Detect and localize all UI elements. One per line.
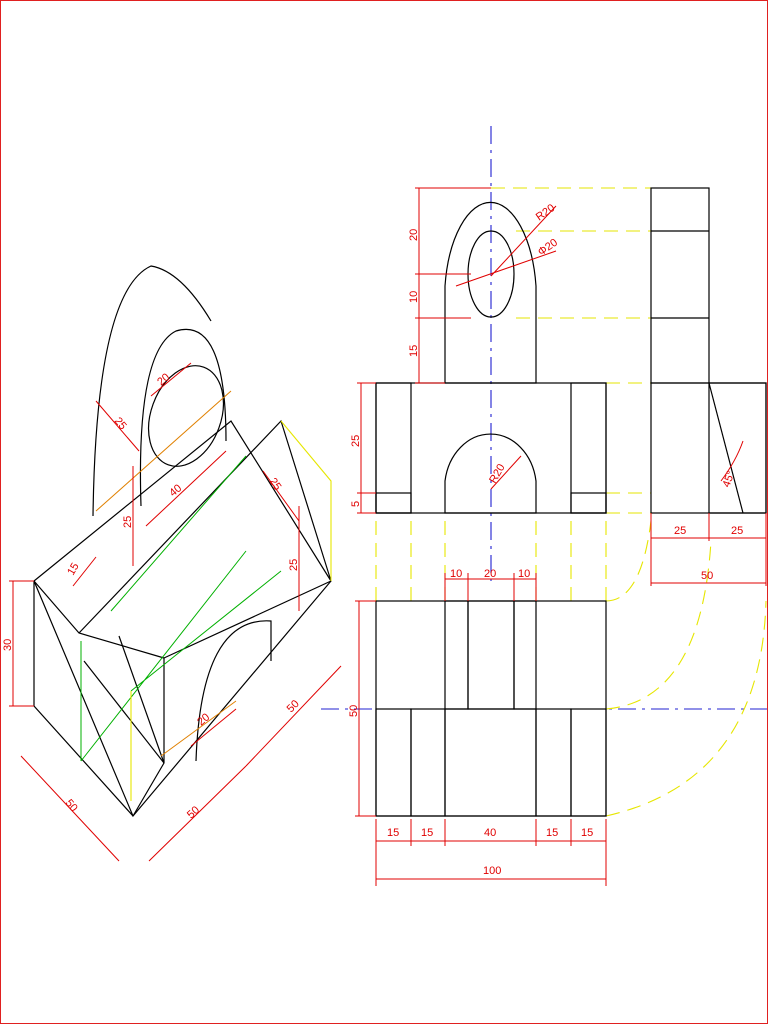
- side-chamfer: [708, 382, 744, 514]
- iso-dim-25-slot2: 25: [288, 559, 300, 571]
- top-dim-15d: 15: [581, 827, 593, 839]
- top-dim-bottom-lines: [375, 819, 607, 886]
- side-angle-arc: [720, 440, 744, 482]
- front-base-right-step: [570, 492, 607, 514]
- top-dim-100: 100: [483, 865, 501, 877]
- top-cell-b: [410, 708, 446, 817]
- side-dim-25b: 25: [731, 525, 743, 537]
- iso-dim-15: 15: [65, 561, 82, 578]
- front-upright: [444, 201, 537, 384]
- front-dim-r20: R20: [534, 202, 557, 223]
- iso-base-front-edges: [33, 580, 165, 817]
- iso-dim-50-bottom: 50: [185, 804, 202, 821]
- iso-base-outline: [33, 420, 332, 818]
- iso-dim-20-top: 20: [155, 371, 172, 388]
- top-dim-50-line: [355, 600, 376, 817]
- iso-dim-50-bottom-line: [148, 765, 247, 862]
- top-center-upper: [467, 600, 515, 710]
- iso-cylinder-hole: [148, 365, 224, 467]
- iso-dim-30-line: [9, 580, 34, 707]
- front-dim-phi20: Φ20: [536, 237, 560, 259]
- proj-arc: [605, 520, 652, 602]
- proj-arc: [605, 600, 767, 817]
- iso-dim-25-right: 25: [267, 476, 284, 493]
- iso-upright-back: [92, 265, 212, 517]
- iso-diagonal-a: [83, 660, 165, 764]
- top-cell-a: [375, 708, 412, 817]
- side-view: 25 25 50 45°: [650, 187, 767, 586]
- front-view: 20 10 15 25 5 R20 Φ20 R20: [350, 187, 607, 514]
- iso-yellow-lines: [130, 420, 332, 801]
- front-dim-20: 20: [408, 229, 420, 241]
- iso-diagonal-b: [118, 635, 165, 764]
- front-base-left-step: [375, 492, 412, 514]
- top-dim-40: 40: [484, 827, 496, 839]
- iso-dim-20-arch-line: [190, 708, 237, 747]
- front-dim-base-lines: [357, 382, 376, 514]
- top-dim-20: 20: [484, 568, 496, 580]
- iso-dim-40-line: [145, 450, 227, 527]
- top-cell-center: [444, 708, 537, 817]
- top-dim-10b: 10: [518, 568, 530, 580]
- proj-arc: [605, 540, 712, 710]
- front-dim-15: 15: [408, 345, 420, 357]
- front-dim-left-lines: [415, 187, 491, 384]
- iso-dim-20-line: [150, 362, 192, 397]
- top-dim-15b: 15: [421, 827, 433, 839]
- front-dim-10: 10: [408, 291, 420, 303]
- top-rib-right: [513, 600, 537, 710]
- side-upright: [650, 187, 710, 384]
- top-dim-10a: 10: [450, 568, 462, 580]
- front-dim-5: 5: [350, 501, 362, 507]
- iso-dim-25-slot: 25: [112, 415, 129, 432]
- iso-dim-25-slot-line: [95, 400, 140, 452]
- iso-dim-15-line: [72, 556, 97, 587]
- iso-hidden-lines: [80, 455, 282, 762]
- side-dim-25a: 25: [674, 525, 686, 537]
- front-radius-leaders: [455, 205, 557, 287]
- iso-dim-50-left-line: [20, 755, 120, 862]
- isometric-view: 30 15 20 25 40 25 25 25 20 50 50 50: [2, 265, 342, 862]
- iso-arch: [195, 620, 272, 762]
- top-dim-15a: 15: [387, 827, 399, 839]
- iso-top-ridge: [78, 419, 332, 634]
- top-dim-50: 50: [348, 705, 360, 717]
- top-dim-15c: 15: [546, 827, 558, 839]
- iso-dim-25-left: 25: [122, 516, 134, 528]
- top-view: 10 20 10 50 15 15 40 15 15 100: [348, 568, 607, 886]
- top-rib-left: [444, 600, 469, 710]
- iso-dim-50-right-line: [245, 665, 342, 767]
- projection-lines: [321, 126, 767, 817]
- top-cell-d: [570, 708, 607, 817]
- side-dim-45: 45°: [721, 469, 738, 489]
- iso-dim-25-right-line: [262, 470, 300, 522]
- iso-slot-edge: [163, 580, 332, 659]
- front-arch: [444, 433, 537, 514]
- iso-dim-50-left: 50: [63, 797, 80, 814]
- iso-dim-50-right: 50: [285, 698, 302, 715]
- front-dim-25: 25: [350, 435, 362, 447]
- side-dim-50: 50: [701, 570, 713, 582]
- iso-orange-lines: [95, 390, 237, 757]
- iso-upright-front: [139, 328, 227, 507]
- iso-dim-40: 40: [167, 482, 184, 499]
- side-dim-lines: [650, 513, 767, 586]
- top-cell-c: [535, 708, 572, 817]
- front-arch-leader: [490, 455, 522, 490]
- top-dim-upper-lines: [444, 573, 537, 601]
- iso-dim-30: 30: [2, 639, 14, 651]
